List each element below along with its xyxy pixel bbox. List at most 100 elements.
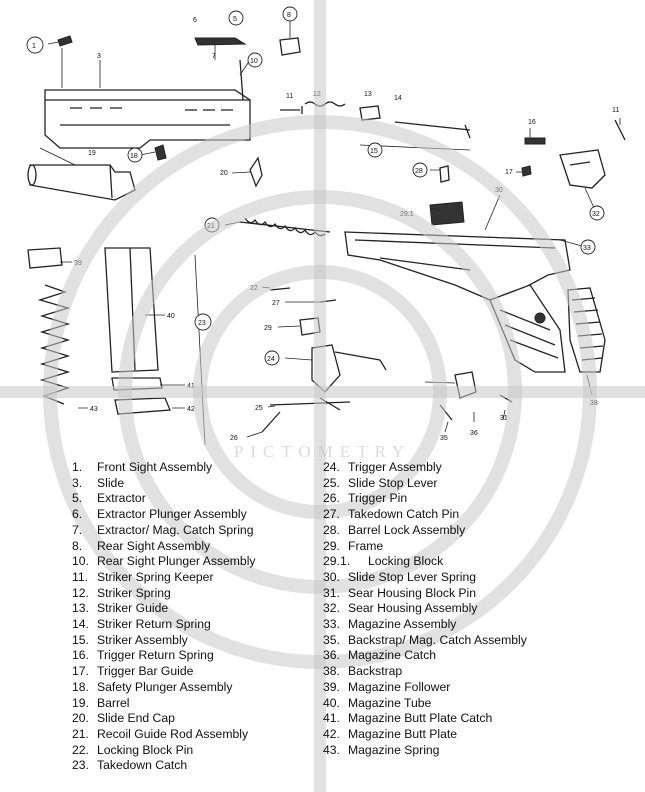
svg-text:16: 16 [528, 119, 536, 126]
safety-plunger-part [154, 144, 167, 161]
takedown-catch-pin-part [319, 299, 337, 303]
svg-text:20: 20 [220, 170, 228, 177]
callout-front-sight: 1 [26, 36, 44, 54]
svg-text:7: 7 [212, 53, 216, 60]
parts-list-left: 1.Front Sight Assembly 3.Slide 5.Extract… [72, 460, 322, 774]
callout-butt-plate: 42 [187, 406, 195, 413]
list-item: 18.Safety Plunger Assembly [72, 679, 233, 694]
callout-backstrap: 38 [590, 400, 598, 407]
list-item: 17.Trigger Bar Guide [72, 664, 194, 679]
callout-magazine-tube: 40 [167, 313, 175, 320]
svg-text:28: 28 [415, 168, 423, 175]
callout-trigger-assembly: 24 [264, 350, 280, 366]
svg-text:42: 42 [187, 406, 195, 413]
callout-striker-guide: 13 [364, 91, 372, 98]
callout-takedown-catch-pin: 27 [272, 300, 280, 307]
takedown-catch-line [194, 254, 206, 446]
slide-part [44, 60, 251, 149]
svg-text:5: 5 [233, 16, 237, 23]
list-item: 1.Front Sight Assembly [72, 460, 213, 474]
callout-magazine-spring: 43 [90, 406, 98, 413]
sear-housing-pin-part [614, 119, 626, 141]
magazine-spring-part [37, 284, 71, 405]
watermark-text: PICTOMETRY [233, 442, 412, 461]
svg-text:43: 43 [90, 406, 98, 413]
recoil-guide-rod-part [239, 217, 331, 237]
callout-backstrap-mag-catch: 35 [440, 435, 448, 442]
svg-text:30: 30 [495, 187, 503, 194]
list-item: 16.Trigger Return Spring [72, 648, 214, 663]
svg-text:12: 12 [313, 91, 321, 98]
svg-text:19: 19 [88, 150, 96, 157]
svg-text:39: 39 [74, 260, 82, 267]
list-item: 28.Barrel Lock Assembly [323, 522, 466, 537]
list-item: 23.Takedown Catch [72, 758, 188, 773]
list-item: 26.Trigger Pin [323, 491, 408, 506]
slide-stop-lever-part [269, 397, 351, 411]
magazine-catch-part [439, 404, 453, 421]
svg-text:36: 36 [470, 430, 478, 437]
trigger-pin-part [261, 411, 281, 433]
callout-recoil-guide-rod: 21 [204, 217, 220, 233]
list-item: 38.Backstrap [323, 664, 403, 679]
callout-butt-plate-catch: 41 [187, 383, 195, 390]
svg-text:41: 41 [187, 383, 195, 390]
list-item: 10.Rear Sight Plunger Assembly [72, 554, 256, 569]
butt-plate-catch-part [111, 377, 163, 391]
callout-striker-spring-keeper: 11 [286, 93, 293, 100]
list-item: 20.Slide End Cap [72, 711, 175, 726]
svg-text:27: 27 [272, 300, 280, 307]
rear-sight-part [279, 20, 301, 56]
magazine-follower-part [27, 247, 63, 269]
svg-text:22: 22 [250, 285, 258, 292]
svg-text:24: 24 [267, 356, 275, 363]
callout-magazine-follower: 39 [74, 260, 82, 267]
callout-extractor-spring: 7 [212, 53, 216, 60]
barrel-part [27, 147, 136, 201]
list-item: 8.Rear Sight Assembly [72, 538, 211, 553]
front-sight-part [47, 35, 73, 88]
svg-text:3: 3 [97, 53, 101, 60]
list-item: 36.Magazine Catch [323, 648, 437, 663]
svg-text:38: 38 [590, 400, 598, 407]
list-item: 29.1.Locking Block [323, 554, 444, 569]
list-item: 5.Extractor [72, 491, 146, 506]
callout-magazine-catch: 36 [470, 430, 478, 437]
list-item: 24.Trigger Assembly [323, 460, 442, 474]
svg-text:8: 8 [287, 12, 291, 19]
svg-text:6: 6 [193, 17, 197, 24]
svg-text:11: 11 [286, 93, 293, 100]
list-item: 43.Magazine Spring [323, 742, 440, 757]
callout-striker-spring: 12 [313, 91, 321, 98]
list-item: 29.Frame [323, 538, 384, 553]
frame-part [344, 231, 571, 373]
list-item: 41.Magazine Butt Plate Catch [323, 711, 493, 726]
callout-rear-sight: 8 [282, 6, 298, 22]
exploded-parts-diagram: 1 3 5 6 7 8 10 11 12 13 14 15 16 17 18 1… [26, 6, 626, 446]
svg-text:33: 33 [583, 245, 591, 252]
callout-extractor: 5 [228, 10, 244, 26]
svg-text:25: 25 [255, 405, 263, 412]
svg-text:26: 26 [230, 435, 238, 442]
list-item: 40.Magazine Tube [323, 695, 432, 710]
callout-trigger-pin: 26 [230, 435, 238, 442]
list-item: 33.Magazine Assembly [323, 617, 457, 632]
svg-text:29: 29 [264, 325, 272, 332]
barrel-lock-part [439, 165, 450, 183]
butt-plate-part [114, 397, 171, 415]
trigger-assembly-part [311, 344, 387, 393]
callout-slide-stop-lever: 25 [255, 405, 263, 412]
svg-text:29.1: 29.1 [400, 211, 414, 218]
svg-text:1: 1 [32, 43, 36, 50]
callout-safety-plunger: 18 [127, 147, 143, 163]
list-item: 13.Striker Guide [72, 601, 169, 616]
list-item: 15.Striker Assembly [72, 632, 188, 647]
list-item: 7.Extractor/ Mag. Catch Spring [72, 522, 254, 537]
slide-stop-spring-part [499, 394, 513, 403]
callout-frame: 29 [264, 325, 272, 332]
svg-text:40: 40 [167, 313, 175, 320]
list-item: 35.Backstrap/ Mag. Catch Assembly [323, 632, 527, 647]
callout-barrel: 19 [88, 150, 96, 157]
list-item: 21.Recoil Guide Rod Assembly [72, 726, 249, 741]
locking-block-pin-part [269, 287, 291, 291]
